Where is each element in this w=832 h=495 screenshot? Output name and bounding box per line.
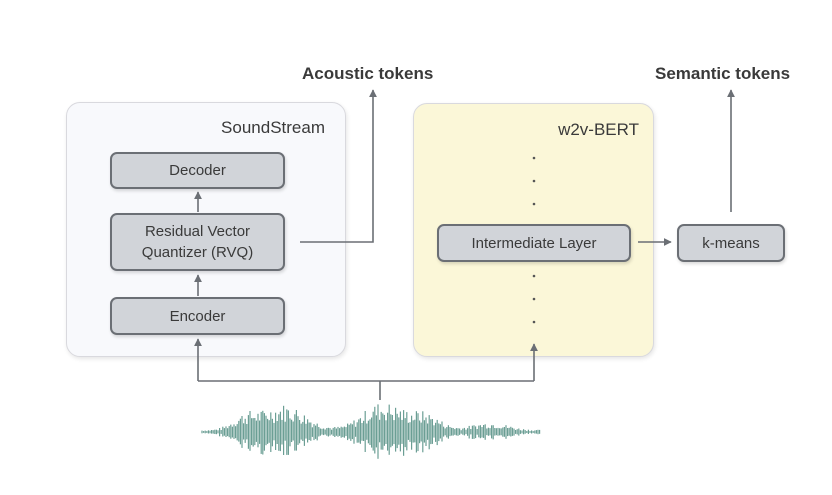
rvq-block: Residual Vector Quantizer (RVQ) <box>110 213 285 271</box>
ellipsis-dot <box>532 179 536 183</box>
ellipsis-dot <box>532 202 536 206</box>
soundstream-title: SoundStream <box>221 118 325 137</box>
ellipsis-dot <box>532 320 536 324</box>
ellipsis-dot <box>532 156 536 160</box>
kmeans-block: k-means <box>677 224 785 262</box>
acoustic-tokens-label: Acoustic tokens <box>302 64 434 83</box>
intermediate-layer-block: Intermediate Layer <box>437 224 631 262</box>
w2v-bert-title: w2v-BERT <box>558 120 639 139</box>
ellipsis-dot <box>532 297 536 301</box>
layer-ellipsis-dots <box>532 156 536 324</box>
encoder-block: Encoder <box>110 297 285 335</box>
ellipsis-dot <box>532 274 536 278</box>
semantic-tokens-label: Semantic tokens <box>655 64 791 83</box>
decoder-block: Decoder <box>110 152 285 189</box>
rvq-to-acoustic-arrow <box>300 89 377 243</box>
audio-waveform-icon <box>201 404 541 459</box>
